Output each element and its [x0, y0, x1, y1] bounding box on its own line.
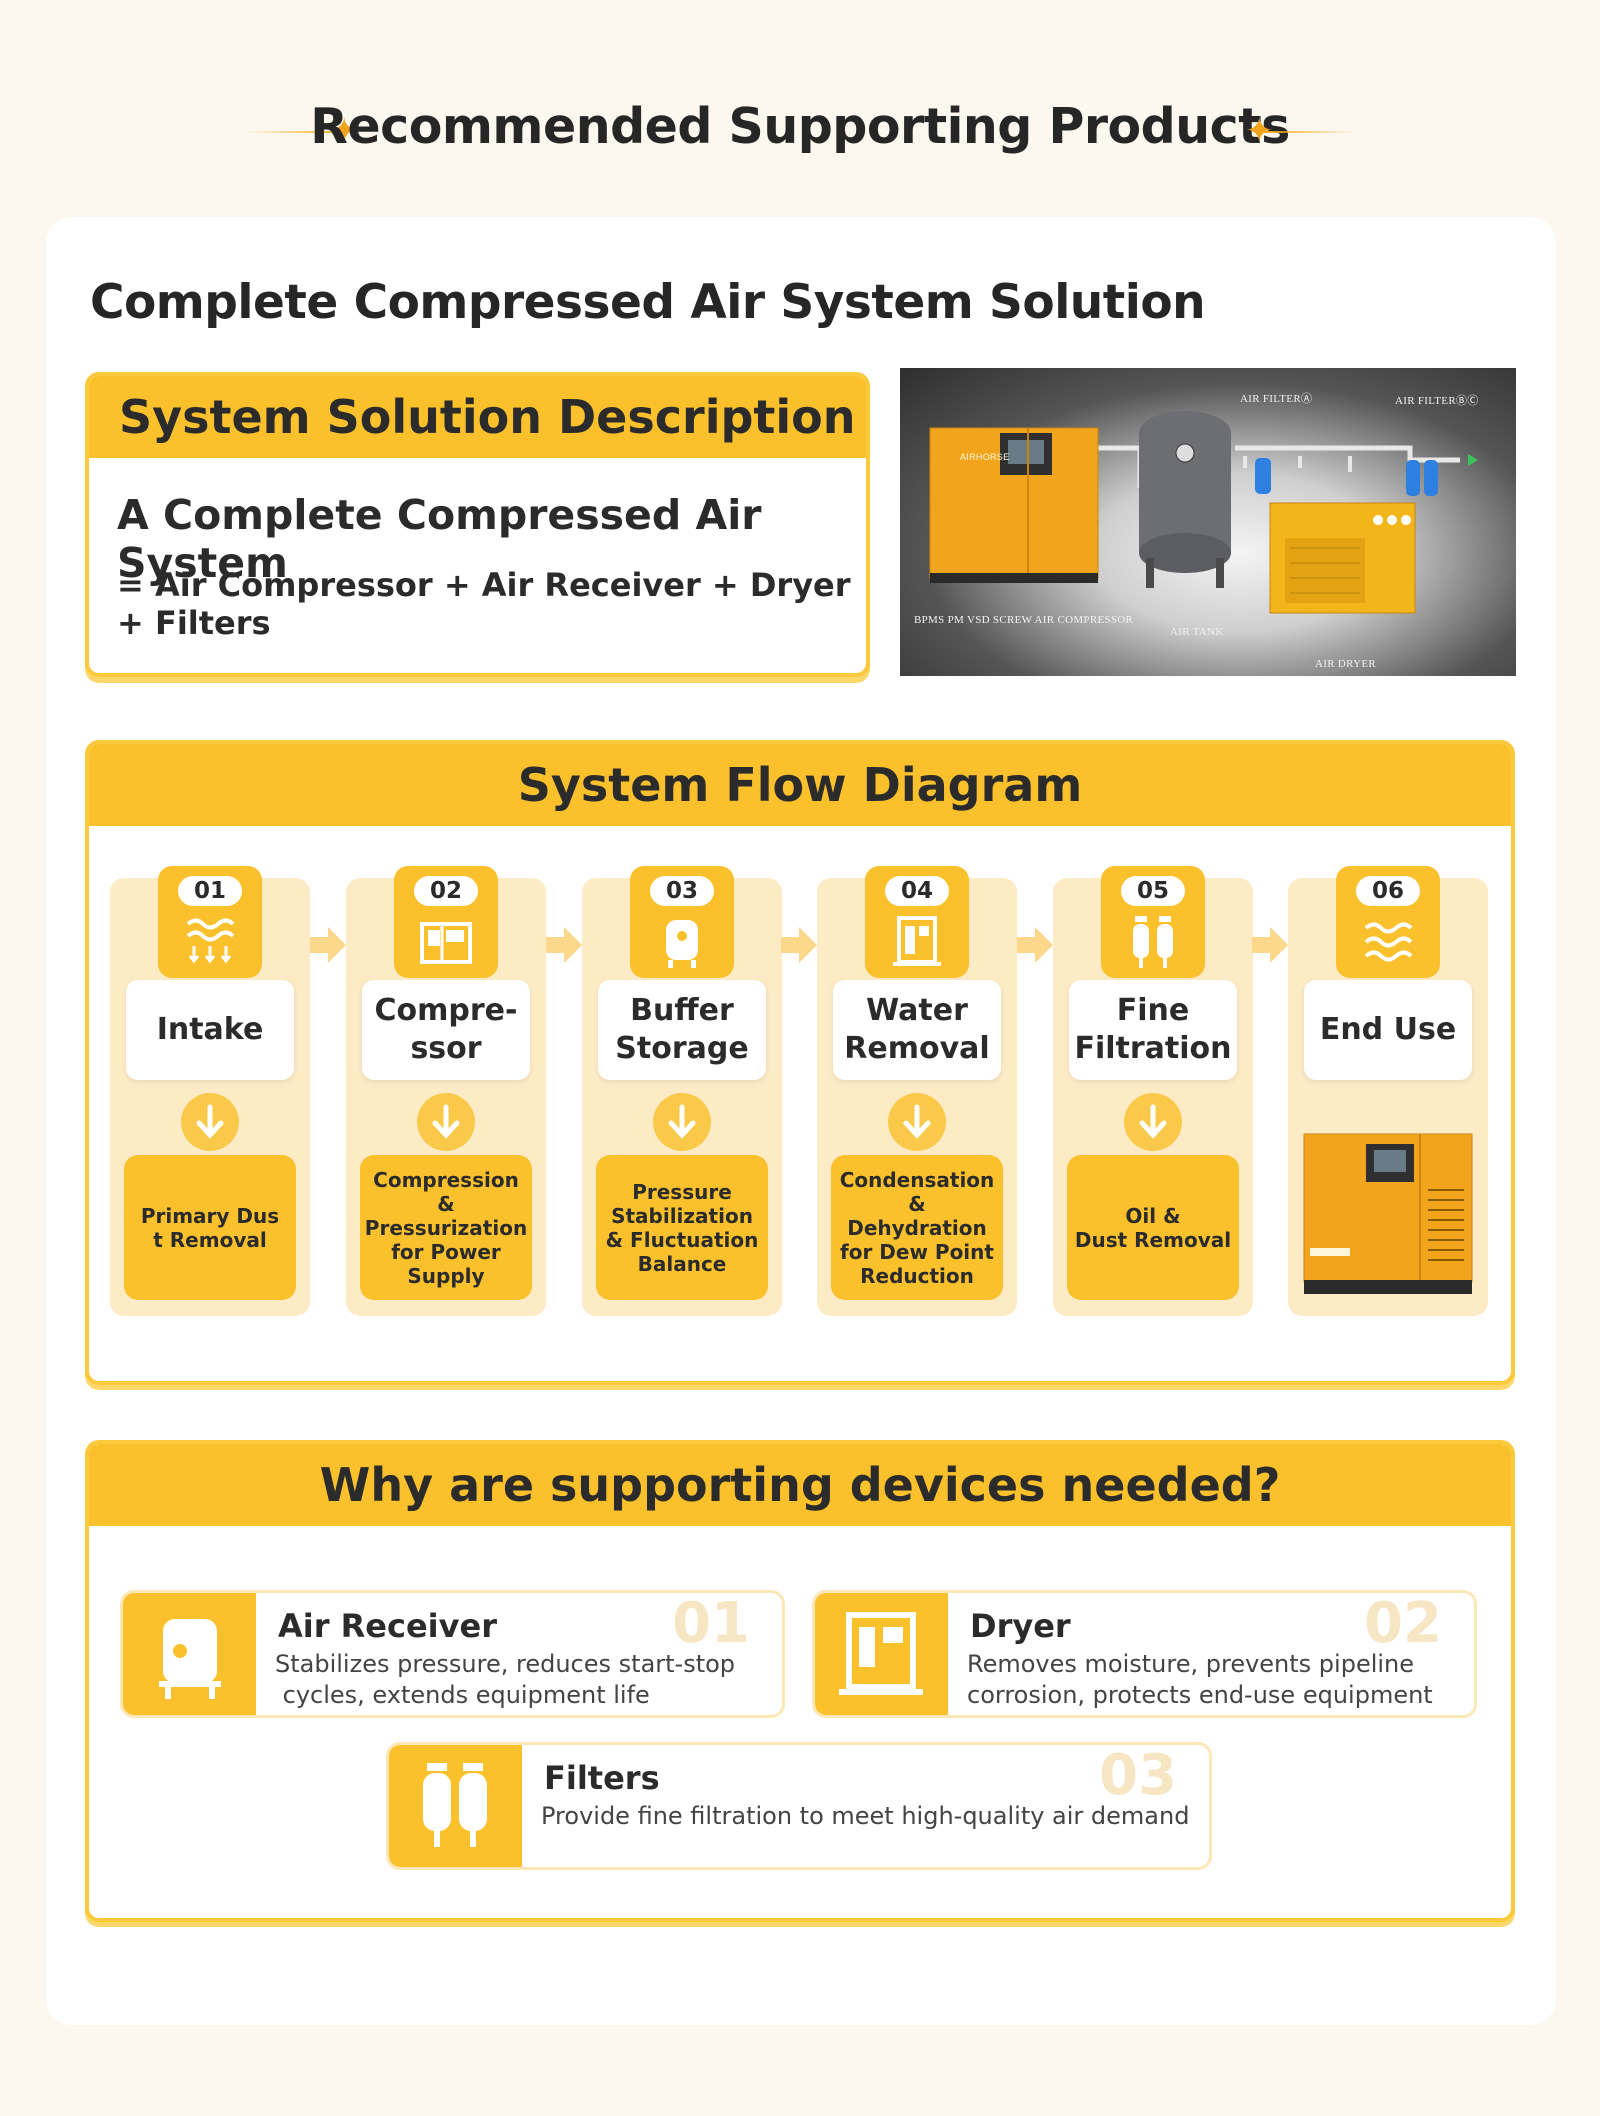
- label-air-dryer: AIR DRYER: [1315, 658, 1377, 670]
- step-name: Fine Filtration: [1069, 980, 1237, 1080]
- step-number: 02: [414, 876, 478, 906]
- why-item-number: 03: [1099, 1743, 1177, 1808]
- title-deco-line-right: [1262, 131, 1357, 133]
- step-badge: 03: [630, 866, 734, 978]
- flow-diagram-box: System Flow Diagram: [85, 740, 1515, 1385]
- compressor-icon: [420, 922, 472, 964]
- label-air-filter-bc: AIR FILTERⒷⒸ: [1395, 395, 1479, 407]
- step-badge: 04: [865, 866, 969, 978]
- label-air-filter-a: AIR FILTERⒶ: [1240, 393, 1313, 405]
- why-item-title: Filters: [544, 1759, 660, 1797]
- step-name: Compre- ssor: [362, 980, 530, 1080]
- air-flow-icon: [1364, 922, 1413, 962]
- description-heading: System Solution Description: [89, 376, 866, 458]
- page-title: Recommended Supporting Products: [310, 98, 1290, 155]
- description-line-1: A Complete Compressed Air System: [117, 491, 762, 587]
- why-item-text: Removes moisture, prevents pipeline corr…: [967, 1650, 1433, 1709]
- why-icon-panel: [815, 1593, 948, 1715]
- step-number: 01: [178, 876, 242, 906]
- step-badge: 01: [158, 866, 262, 978]
- step-description: Pressure Stabilization & Fluctuation Bal…: [596, 1155, 768, 1300]
- system-description-box: System Solution Description A Complete C…: [85, 372, 870, 677]
- why-icon-panel: [389, 1745, 522, 1867]
- label-air-tank: AIR TANK: [1170, 626, 1224, 638]
- step-description: Condensation & Dehydration for Dew Point…: [831, 1155, 1003, 1300]
- air-tank-icon: [666, 920, 698, 968]
- why-item-text: Provide fine filtration to meet high-qua…: [541, 1802, 1190, 1830]
- step-description: Oil & Dust Removal: [1067, 1155, 1239, 1300]
- step-number: 04: [885, 876, 949, 906]
- compressor-brand-logo: AIRHORSE: [960, 452, 1010, 462]
- why-item-air-receiver: 01 Air Receiver Stabilizes pressure, red…: [120, 1590, 785, 1718]
- arrow-down-icon: [181, 1093, 239, 1151]
- step-badge: 02: [394, 866, 498, 978]
- filter-icon: [1133, 916, 1173, 968]
- flow-arrow-icon: [1252, 927, 1288, 963]
- step-name: Buffer Storage: [598, 980, 766, 1080]
- step-name: Water Removal: [833, 980, 1001, 1080]
- filters-icon: [423, 1763, 487, 1847]
- air-receiver-icon: [159, 1619, 221, 1699]
- why-item-number: 02: [1364, 1591, 1442, 1656]
- description-line-2: = Air Compressor + Air Receiver + Dryer …: [117, 566, 851, 642]
- arrow-down-icon: [417, 1093, 475, 1151]
- why-item-filters: 03 Filters Provide fine filtration to me…: [386, 1742, 1212, 1870]
- section-title: Complete Compressed Air System Solution: [90, 275, 1206, 330]
- why-item-text: Stabilizes pressure, reduces start-stop …: [275, 1650, 736, 1709]
- arrow-down-icon: [1124, 1093, 1182, 1151]
- arrow-down-icon: [888, 1093, 946, 1151]
- step-badge: 05: [1101, 866, 1205, 978]
- why-heading: Why are supporting devices needed?: [89, 1444, 1511, 1526]
- why-item-dryer: 02 Dryer Removes moisture, prevents pipe…: [812, 1590, 1477, 1718]
- flow-heading: System Flow Diagram: [89, 744, 1511, 826]
- sparkle-icon: ✦: [330, 111, 359, 151]
- flow-arrow-icon: [1017, 927, 1053, 963]
- step-badge: 06: [1336, 866, 1440, 978]
- label-compressor: BPMS PM VSD SCREW AIR COMPRESSOR: [914, 614, 1134, 626]
- title-deco-line-left: [245, 131, 345, 133]
- why-item-title: Air Receiver: [278, 1607, 497, 1645]
- dryer-icon: [893, 916, 941, 966]
- compressor-product-image: [1303, 1133, 1473, 1294]
- step-number: 03: [650, 876, 714, 906]
- system-photo: AIR FILTERⒶ AIR FILTERⒷⒸ BPMS PM VSD SCR…: [900, 368, 1516, 676]
- flow-arrow-icon: [781, 927, 817, 963]
- air-intake-icon: [186, 918, 235, 964]
- step-description: Compression & Pressurization for Power S…: [360, 1155, 532, 1300]
- why-item-number: 01: [672, 1591, 750, 1656]
- flow-arrow-icon: [310, 927, 346, 963]
- why-item-title: Dryer: [970, 1607, 1071, 1645]
- flow-arrow-icon: [546, 927, 582, 963]
- system-illustration: [929, 411, 1478, 614]
- dryer-icon: [839, 1612, 923, 1695]
- step-number: 06: [1356, 876, 1420, 906]
- step-name: End Use: [1304, 980, 1472, 1080]
- step-number: 05: [1121, 876, 1185, 906]
- why-icon-panel: [123, 1593, 256, 1715]
- arrow-down-icon: [653, 1093, 711, 1151]
- step-name: Intake: [126, 980, 294, 1080]
- step-description: Primary Dus t Removal: [124, 1155, 296, 1300]
